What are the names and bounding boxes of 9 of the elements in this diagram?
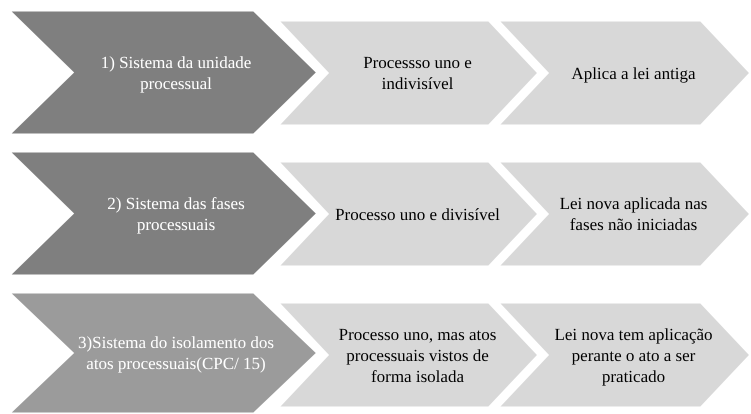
step-text: Processso uno e indivisível (362, 52, 473, 94)
step-text: Processo uno, mas atos processuais vistos de forma isolada (338, 324, 498, 386)
step-text: 2) Sistema das fases processuais (106, 192, 246, 234)
step-text: Lei nova tem aplicação perante o ato a ser praticado (553, 324, 714, 386)
step-text: 1) Sistema da unidade processual (100, 52, 252, 94)
step-text: Aplica a lei antiga (571, 62, 696, 84)
step-text: Lei nova aplicada nas fases não iniciadas (558, 193, 708, 235)
step-text: Processo uno e divisível (335, 204, 500, 224)
step-text: 3)Sistema do isolamento dos atos processuais(CPC/ 15) (77, 332, 275, 374)
